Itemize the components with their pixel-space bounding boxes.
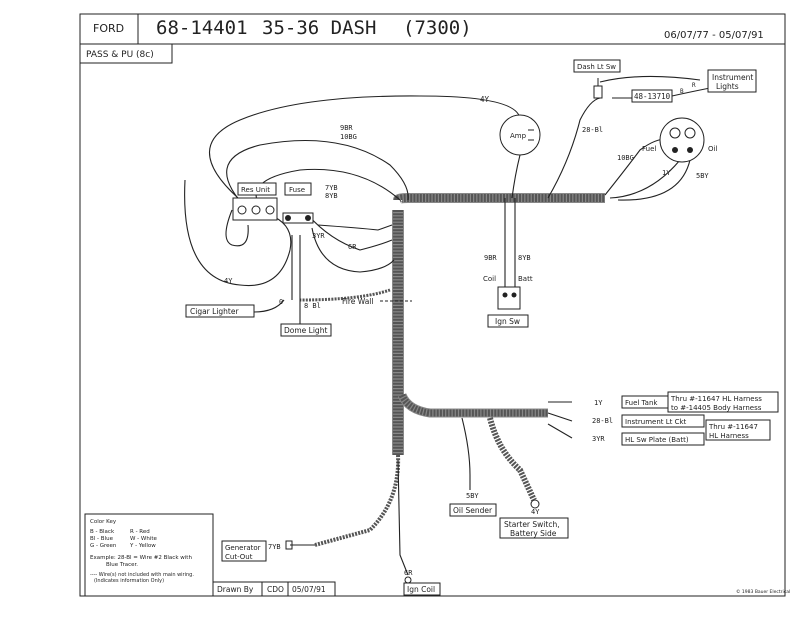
legend-row-3b: Y - Yellow bbox=[129, 543, 156, 549]
generator-line-1: Generator bbox=[225, 544, 261, 552]
wire-label-0: 0 bbox=[279, 298, 283, 306]
thru-2-line-2: HL Harness bbox=[709, 432, 749, 440]
out-label-28bl: 28-Bl bbox=[592, 417, 613, 425]
fire-wall-label: Fire Wall bbox=[342, 297, 373, 306]
wire-label-5by-oil: 5BY bbox=[466, 492, 479, 500]
header-part-number: 68-14401 bbox=[156, 17, 248, 39]
drawn-date: 05/07/91 bbox=[292, 585, 326, 594]
copyright: © 1983 Bauer Electrical bbox=[736, 588, 790, 595]
wire-label-b: B bbox=[680, 88, 684, 95]
drawn-by-label: Drawn By bbox=[217, 585, 254, 594]
starter-switch-line-2: Battery Side bbox=[510, 529, 557, 538]
generator-line-2: Cut-Out bbox=[225, 553, 253, 561]
wire-label-9br: 9BR bbox=[340, 124, 353, 132]
wire-label-4y-top: 4Y bbox=[480, 95, 490, 104]
legend-note-1: ---- Wire(s) not included with main wiri… bbox=[90, 572, 194, 578]
header-dates: 06/07/77 - 05/07/91 bbox=[664, 30, 764, 41]
header-subtitle: PASS & PU (8c) bbox=[86, 50, 154, 60]
legend-row-1a: B - Black bbox=[90, 529, 115, 535]
fuel-tank-label: Fuel Tank bbox=[625, 399, 658, 407]
coil-label: Coil bbox=[483, 275, 496, 283]
fuse-label: Fuse bbox=[289, 186, 305, 194]
wire-label-3yr: 3YR bbox=[312, 232, 325, 240]
out-label-3yr: 3YR bbox=[592, 435, 605, 443]
dash-light-switch-symbol bbox=[593, 78, 603, 99]
color-key-legend: Color Key B - Black R - Red Bl - Blue W … bbox=[84, 513, 214, 597]
legend-row-3a: G - Green bbox=[90, 543, 117, 549]
wire-label-7yb: 7YB bbox=[325, 184, 338, 192]
thru-1-line-1: Thru #-11647 HL Harness bbox=[670, 395, 762, 403]
wire-label-9br-ign: 9BR bbox=[484, 254, 497, 262]
instrument-lights-label-1: Instrument bbox=[712, 73, 753, 82]
starter-switch-line-1: Starter Switch, bbox=[504, 520, 560, 529]
hl-sw-plate-label: HL Sw Plate (Batt) bbox=[625, 436, 689, 444]
legend-example-2: Blue Tracer. bbox=[106, 562, 138, 568]
ignition-switch bbox=[497, 286, 521, 310]
fuel-oil-gauge bbox=[659, 117, 705, 163]
ign-coil-label: Ign Coil bbox=[407, 585, 435, 594]
batt-label: Batt bbox=[518, 275, 533, 283]
wire-label-6r: 6R bbox=[348, 243, 357, 251]
res-unit-label: Res Unit bbox=[241, 186, 270, 194]
wire-label-7yb-gen: 7YB bbox=[268, 543, 281, 551]
wire-label-4y-starter: 4Y bbox=[531, 508, 540, 516]
dome-light-label: Dome Light bbox=[284, 326, 327, 335]
amp-label: Amp bbox=[510, 132, 527, 140]
oil-label: Oil bbox=[708, 145, 717, 153]
wire-label-8yb: 8YB bbox=[325, 192, 338, 200]
legend-example-1: Example: 28-Bl = Wire #2 Black with bbox=[90, 555, 192, 561]
thru-1-line-2: to #-14405 Body Harness bbox=[671, 404, 762, 412]
out-label-1y: 1Y bbox=[594, 399, 603, 407]
wire-label-28bl: 28-Bl bbox=[582, 126, 603, 134]
legend-note-2: (Indicates information Only) bbox=[94, 578, 164, 584]
amp-gauge: Amp bbox=[499, 114, 541, 156]
legend-row-2a: Bl - Blue bbox=[90, 536, 114, 542]
instrument-lights-label-2: Lights bbox=[716, 82, 739, 91]
header-title: 35-36 DASH bbox=[262, 17, 376, 39]
title-block: Drawn By CDO 05/07/91 bbox=[212, 581, 336, 597]
res-unit-block: Res Unit Fuse bbox=[232, 182, 314, 224]
legend-title: Color Key bbox=[90, 519, 117, 525]
ign-sw-label: Ign Sw bbox=[495, 317, 520, 326]
wire-label-10bg: 10BG bbox=[340, 133, 357, 141]
wire-label-4y-left: 4Y bbox=[224, 277, 233, 285]
oil-sender-label: Oil Sender bbox=[453, 506, 493, 515]
cigar-lighter-label: Cigar Lighter bbox=[190, 307, 239, 316]
part-48-13710: 48-13710 bbox=[634, 92, 671, 101]
wire-label-8yb-ign: 8YB bbox=[518, 254, 531, 262]
instrument-lt-ckt-label: Instrument Lt Ckt bbox=[625, 418, 687, 426]
wire-label-r: R bbox=[692, 82, 696, 89]
wire-label-1y: 1Y bbox=[662, 169, 671, 177]
header-code: (7300) bbox=[403, 17, 472, 39]
legend-row-2b: W - White bbox=[130, 536, 158, 542]
fuel-label: Fuel bbox=[642, 145, 656, 153]
wire-label-8bl: 8 Bl bbox=[304, 302, 321, 310]
thru-2-line-1: Thru #-11647 bbox=[708, 423, 758, 431]
legend-row-1b: R - Red bbox=[130, 529, 150, 535]
wire-label-6r-coil: 6R bbox=[404, 569, 413, 577]
wire-label-5by: 5BY bbox=[696, 172, 709, 180]
wire-label-10bg-gauge: 10BG bbox=[617, 154, 634, 162]
header-make: FORD bbox=[93, 22, 124, 35]
dash-lt-sw-label: Dash Lt Sw bbox=[577, 63, 616, 71]
drawn-by-value: CDO bbox=[267, 585, 284, 594]
